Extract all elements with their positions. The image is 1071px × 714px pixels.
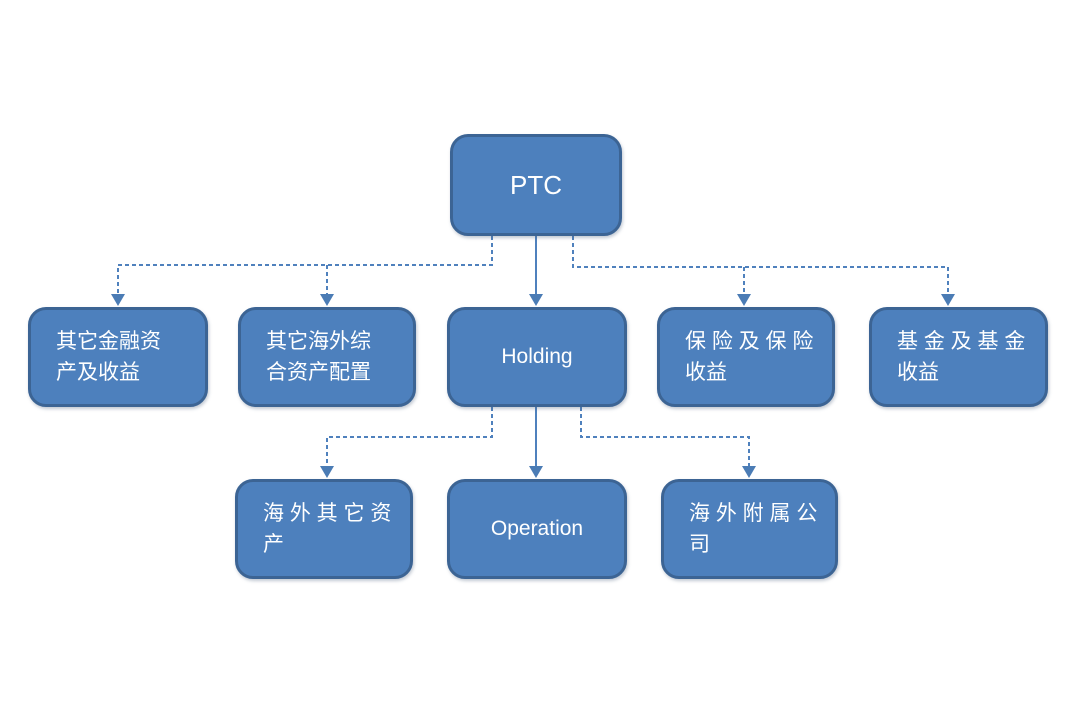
node-overseas-other-assets: 海 外 其 它 资 产 <box>235 479 413 579</box>
edge-holding-to-overseas-other-assets <box>320 407 493 478</box>
edge-ptc-to-funds <box>572 236 955 306</box>
node-operation-label: Operation <box>490 517 584 540</box>
node-operation: Operation <box>447 479 627 579</box>
node-insurance: 保 险 及 保 险 收益 <box>657 307 835 407</box>
node-insurance-line1: 保 险 及 保 险 <box>685 330 814 353</box>
node-ptc: PTC <box>450 134 622 236</box>
node-overseas-subsidiaries-line1: 海 外 附 属 公 <box>689 502 818 525</box>
node-overseas-other-assets-line2: 产 <box>263 533 284 556</box>
node-other-financial-line1: 其它金融资 <box>56 330 161 353</box>
edge-ptc-to-other-overseas-allocation <box>320 265 334 306</box>
node-holding: Holding <box>447 307 627 407</box>
node-other-financial: 其它金融资 产及收益 <box>28 307 208 407</box>
node-overseas-other-assets-line1: 海 外 其 它 资 <box>263 502 392 525</box>
edge-ptc-to-holding <box>529 236 543 306</box>
node-other-overseas-allocation-line1: 其它海外综 <box>266 330 371 353</box>
node-holding-label: Holding <box>501 345 573 368</box>
edge-ptc-to-other-financial <box>111 236 493 306</box>
node-overseas-subsidiaries: 海 外 附 属 公 司 <box>661 479 838 579</box>
node-overseas-subsidiaries-line2: 司 <box>689 533 710 556</box>
edge-ptc-to-insurance <box>737 267 751 306</box>
edge-holding-to-overseas-subsidiaries <box>580 407 756 478</box>
node-funds-line2: 收益 <box>897 361 939 384</box>
node-other-financial-line2: 产及收益 <box>56 361 140 384</box>
node-insurance-line2: 收益 <box>685 361 727 384</box>
node-funds: 基 金 及 基 金 收益 <box>869 307 1048 407</box>
edge-holding-to-operation <box>529 407 543 478</box>
node-funds-line1: 基 金 及 基 金 <box>897 330 1026 353</box>
node-other-overseas-allocation: 其它海外综 合资产配置 <box>238 307 416 407</box>
node-other-overseas-allocation-line2: 合资产配置 <box>266 361 371 384</box>
node-ptc-label: PTC <box>510 170 562 200</box>
